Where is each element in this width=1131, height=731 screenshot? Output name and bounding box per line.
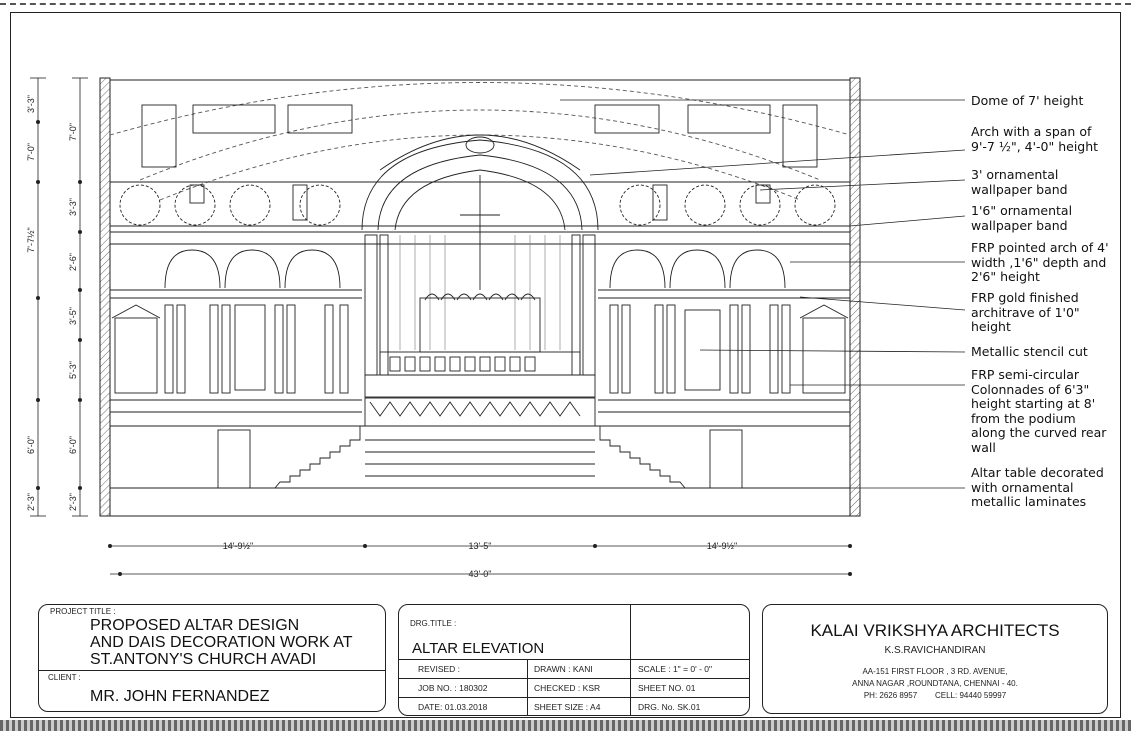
firm-name: KALAI VRIKSHYA ARCHITECTS <box>810 621 1060 640</box>
dim-left-inner-2: 3'-3" <box>68 198 78 216</box>
drg-title-vdivider <box>630 604 631 659</box>
firm-address-2: ANNA NAGAR ,ROUNDTANA, CHENNAI - 40. <box>852 679 1018 688</box>
right-wall <box>849 77 861 517</box>
note-colonnades: FRP semi-circular Colonnades of 6'3" hei… <box>971 367 1107 455</box>
project-title-box <box>38 604 386 712</box>
client-divider <box>38 670 386 671</box>
dim-bottom-3: 14'-9½" <box>707 541 737 551</box>
firm-address-1: AA-151 FIRST FLOOR , 3 RD. AVENUE, <box>862 667 1008 676</box>
drg-col-line-1 <box>527 659 528 716</box>
note-stencil: Metallic stencil cut <box>971 344 1088 359</box>
scale-cell: SCALE : 1" = 0' - 0" <box>638 664 713 674</box>
drg-col-line-2 <box>630 659 631 716</box>
dim-left-outer-5: 2'-3" <box>26 493 36 511</box>
drg-row-line-3 <box>398 697 750 698</box>
dim-left-outer-1: 3'-3" <box>26 95 36 113</box>
revised-cell: REVISED : <box>418 664 461 674</box>
drg-row-line-2 <box>398 678 750 679</box>
left-wall <box>99 77 111 517</box>
dim-left-inner-6: 6'-0" <box>68 436 78 454</box>
dim-left-inner-4: 3'-5" <box>68 307 78 325</box>
drg-row-line-1 <box>398 659 750 660</box>
note-altar-table: Altar table decorated with ornamental me… <box>971 465 1104 509</box>
dim-left-inner-1: 7'-0" <box>68 123 78 141</box>
dim-left-inner-7: 2'-3" <box>68 493 78 511</box>
note-dome: Dome of 7' height <box>971 93 1084 108</box>
job-no-cell: JOB NO. : 180302 <box>418 683 488 693</box>
date-cell: DATE: 01.03.2018 <box>418 702 488 712</box>
firm-box <box>762 604 1108 714</box>
drawn-cell: DRAWN : KANI <box>534 664 593 674</box>
project-line-3: ST.ANTONY'S CHURCH AVADI <box>90 651 317 668</box>
drg-title-label: DRG.TITLE : <box>410 619 457 628</box>
client-label: CLIENT : <box>48 673 81 682</box>
drg-no-cell: DRG. No. SK.01 <box>638 702 701 712</box>
note-band-1ft6: 1'6" ornamental wallpaper band <box>971 203 1073 233</box>
project-line-2: AND DAIS DECORATION WORK AT <box>90 634 353 651</box>
note-pointed-arch: FRP pointed arch of 4' width ,1'6" depth… <box>971 240 1109 284</box>
drg-title: ALTAR ELEVATION <box>412 640 545 657</box>
dim-bottom-1: 14'-9½" <box>223 541 253 551</box>
project-title-label: PROJECT TITLE : <box>50 607 116 616</box>
top-border-line <box>0 3 1131 5</box>
project-line-1: PROPOSED ALTAR DESIGN <box>90 617 300 634</box>
client-name: MR. JOHN FERNANDEZ <box>90 688 270 705</box>
note-band-3ft: 3' ornamental wallpaper band <box>971 167 1068 197</box>
note-arch: Arch with a span of 9'-7 ½", 4'-0" heigh… <box>971 124 1099 154</box>
dim-left-inner-5: 5'-3" <box>68 361 78 379</box>
firm-person: K.S.RAVICHANDIRAN <box>884 645 986 656</box>
dim-left-outer-2: 7'-0" <box>26 143 36 161</box>
dim-total: 43'-0" <box>469 569 492 579</box>
note-architrave: FRP gold finished architrave of 1'0" hei… <box>971 290 1080 334</box>
dim-left-outer-4: 6'-0" <box>26 436 36 454</box>
firm-phone: PH: 2626 8957 CELL: 94440 59997 <box>863 691 1007 700</box>
drg-title-box <box>398 604 750 716</box>
sheet-no-cell: SHEET NO. 01 <box>638 683 696 693</box>
sheet-size-cell: SHEET SIZE : A4 <box>534 702 601 712</box>
dim-bottom-2: 13'-5" <box>469 541 492 551</box>
bottom-border-band <box>0 720 1131 731</box>
sheet-frame <box>10 12 1121 718</box>
dim-left-inner-3: 2'-6" <box>68 253 78 271</box>
dim-left-outer-3: 7'-7½" <box>26 227 36 252</box>
checked-cell: CHECKED : KSR <box>534 683 601 693</box>
